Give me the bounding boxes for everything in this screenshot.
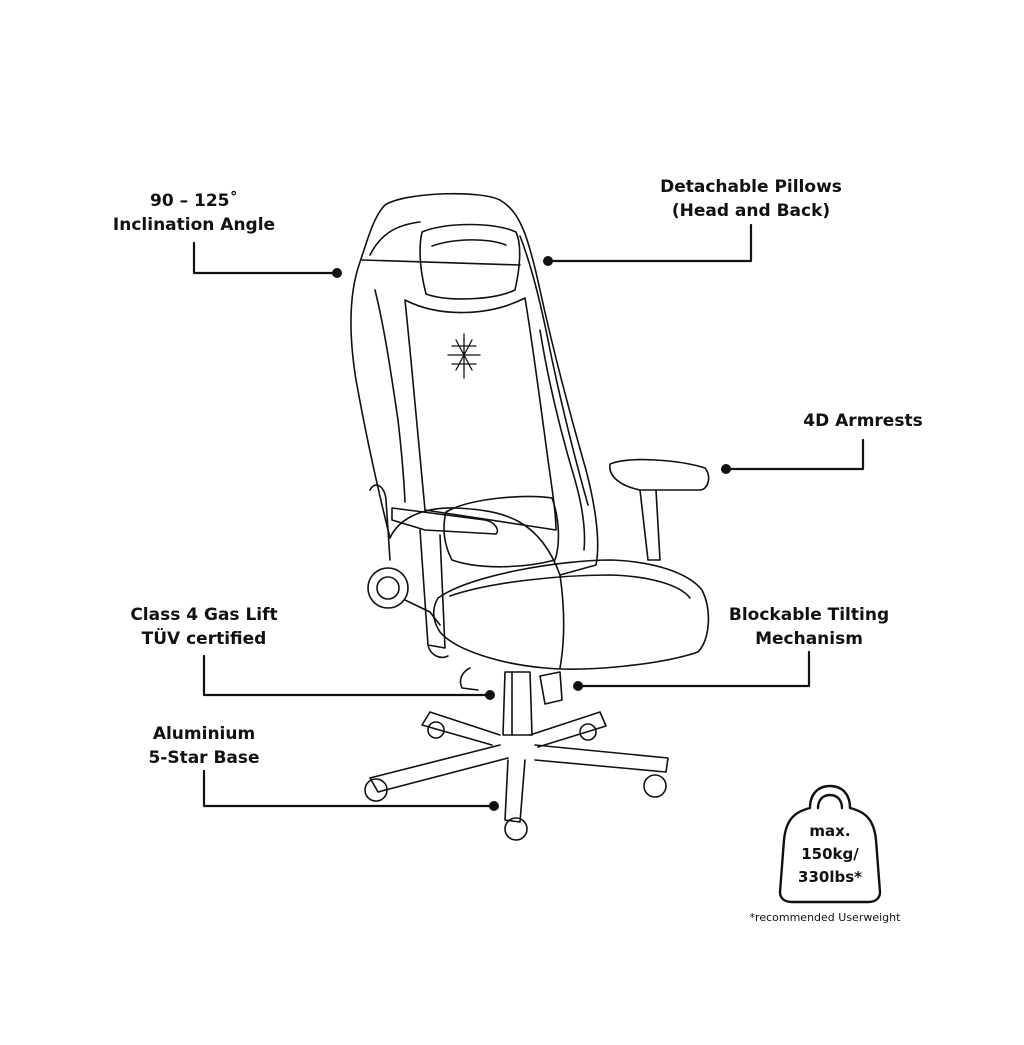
callout-tilting-line1: Blockable Tilting <box>728 605 890 625</box>
logo-emblem <box>447 333 481 379</box>
callout-armrests-line1: 4D Armrests <box>803 411 923 431</box>
callout-tilting: Blockable Tilting Mechanism <box>704 603 914 651</box>
max-weight-label: max. 150kg/ 330lbs* <box>775 820 885 889</box>
callout-dot-tilting <box>573 681 583 691</box>
callout-base-line1: Aluminium <box>152 724 256 744</box>
callout-dot-base <box>489 801 499 811</box>
leader-line-base <box>202 769 496 808</box>
callout-pillows-line2: (Head and Back) <box>671 201 831 221</box>
leader-line-inclination <box>192 241 339 275</box>
callout-inclination: 90 – 125˚ Inclination Angle <box>94 189 294 237</box>
callout-dot-pillows <box>543 256 553 266</box>
leader-line-pillows <box>546 223 753 263</box>
weight-footnote: *recommended Userweight <box>749 911 901 924</box>
callout-base-line2: 5-Star Base <box>148 748 260 768</box>
callout-gaslift: Class 4 Gas Lift TÜV certified <box>104 603 304 651</box>
callout-gaslift-line2: TÜV certified <box>141 629 267 649</box>
weight-icon <box>778 784 882 904</box>
callout-dot-armrests <box>721 464 731 474</box>
callout-base: Aluminium 5-Star Base <box>114 722 294 770</box>
callout-pillows-line1: Detachable Pillows <box>660 177 842 197</box>
callout-inclination-line2: Inclination Angle <box>112 215 276 235</box>
callout-tilting-line2: Mechanism <box>755 629 863 649</box>
max-weight-line3: 330lbs* <box>798 868 862 886</box>
callout-pillows: Detachable Pillows (Head and Back) <box>636 175 866 223</box>
leader-line-armrests <box>724 438 865 471</box>
callout-gaslift-line1: Class 4 Gas Lift <box>130 605 278 625</box>
callout-inclination-line1: 90 – 125˚ <box>150 191 238 211</box>
callout-dot-inclination <box>332 268 342 278</box>
weight-handle <box>816 793 844 810</box>
leader-line-tilting <box>576 650 811 688</box>
leader-line-gaslift <box>202 654 492 697</box>
callout-dot-gaslift <box>485 690 495 700</box>
chair-illustration <box>350 192 710 841</box>
max-weight-line2: 150kg/ <box>801 845 859 863</box>
callout-armrests: 4D Armrests <box>783 409 943 433</box>
max-weight-line1: max. <box>809 822 851 840</box>
